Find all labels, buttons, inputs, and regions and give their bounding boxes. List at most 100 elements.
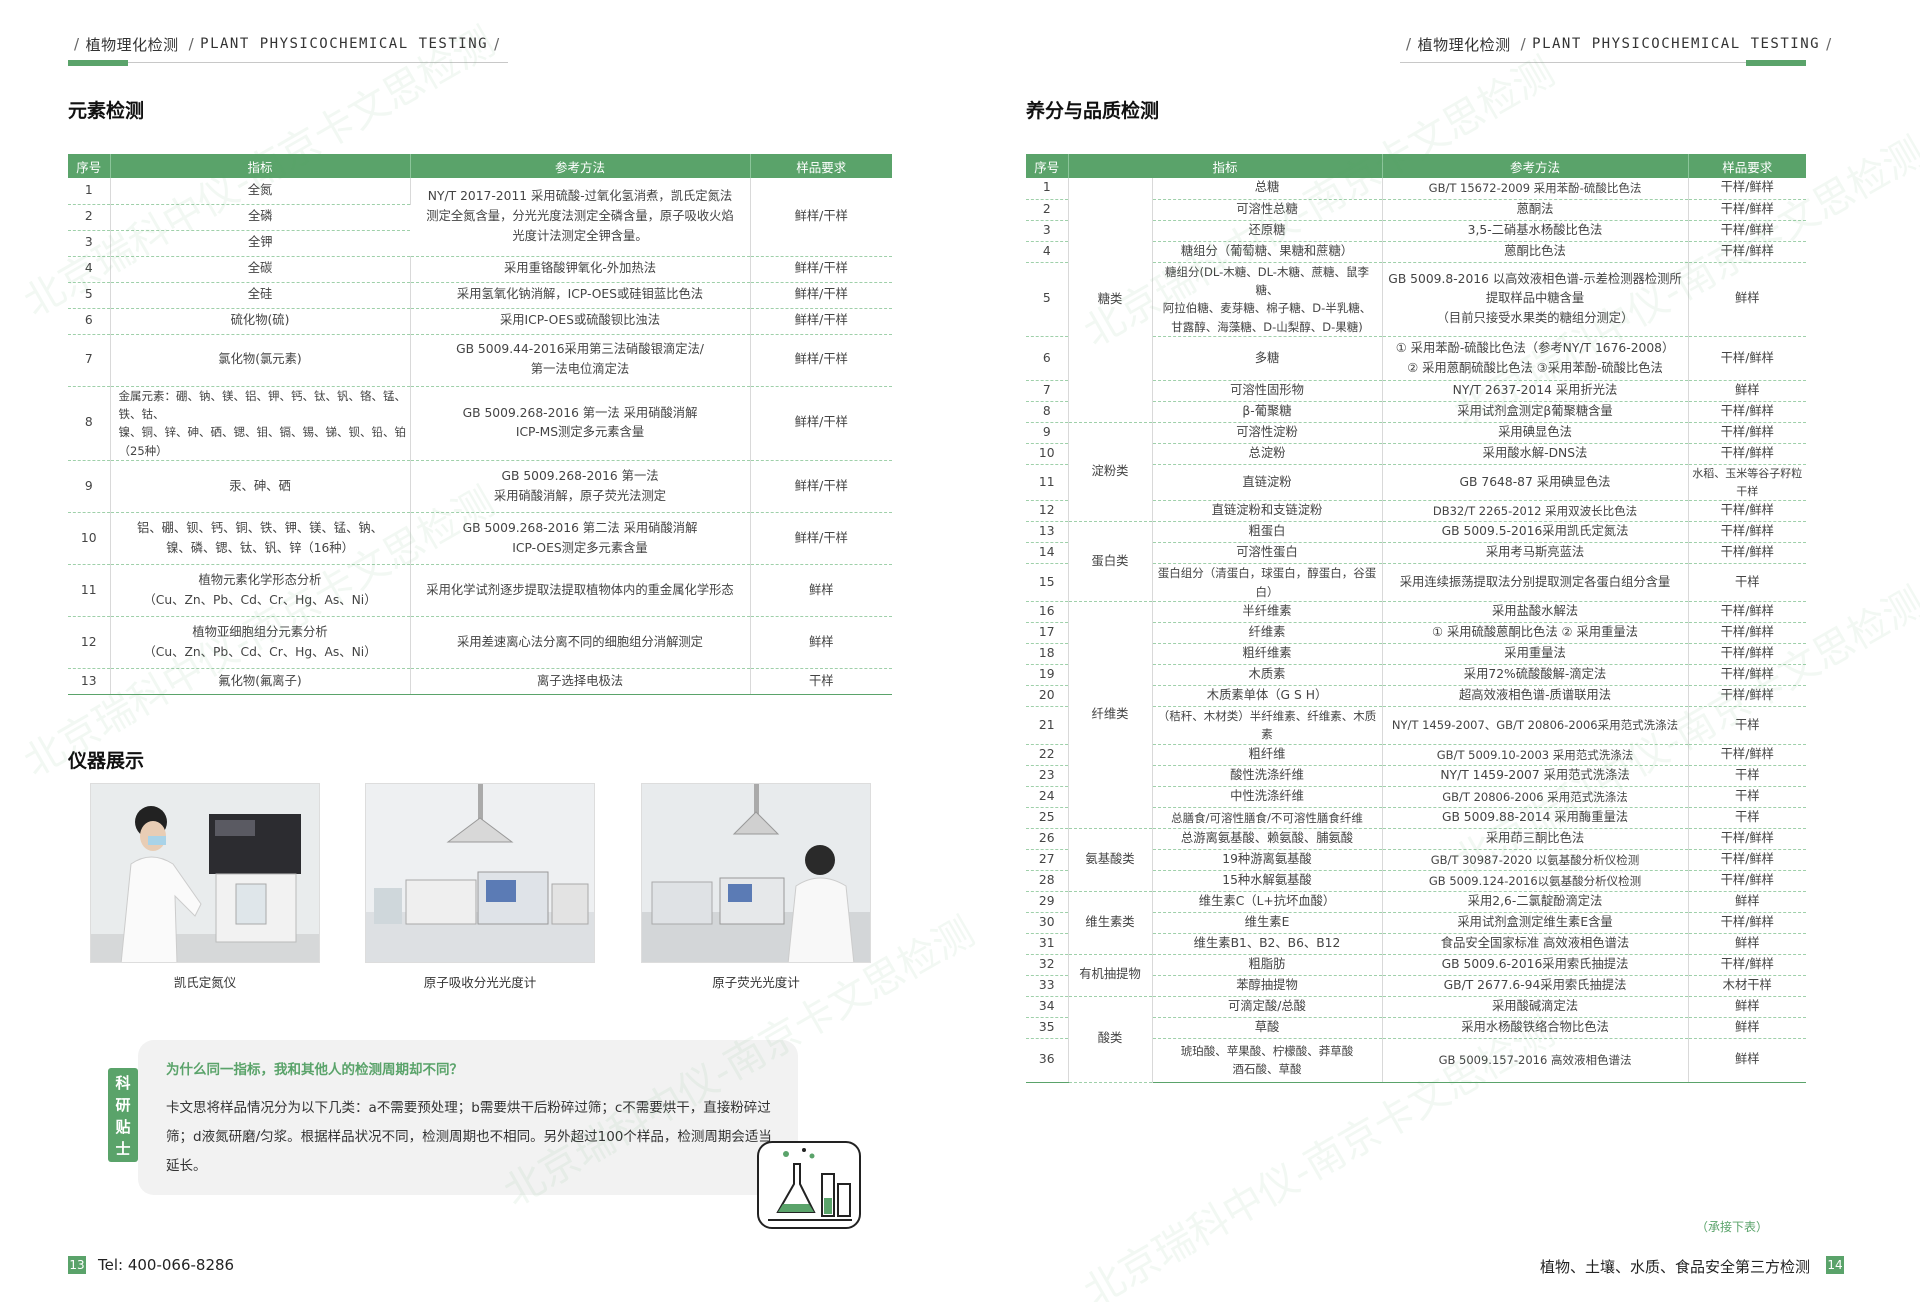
page-number: 13 — [68, 1256, 86, 1274]
cell-sample: 干样/鲜样 — [1688, 744, 1807, 766]
cell-method: GB/T 2677.6-94采用索氏抽提法 — [1382, 975, 1689, 997]
header-cn: 植物理化检测 — [1417, 35, 1511, 54]
cell-no: 9 — [68, 460, 111, 514]
cell-no: 13 — [1026, 521, 1069, 544]
cell-indicator: 可溶性固形物 — [1152, 380, 1383, 403]
cell-method: GB 5009.268-2016 第一法采用硝酸消解，原子荧光法测定 — [410, 460, 751, 514]
table-row: 13 氟化物(氟离子) 离子选择电极法 干样 — [68, 668, 892, 696]
table-header-row: 序号 指标 参考方法 样品要求 — [1026, 154, 1807, 178]
tip-question: 为什么同一指标，我和其他人的检测周期却不同？ — [166, 1062, 463, 1078]
cell-sample: 干样/鲜样 — [1688, 500, 1807, 523]
cell-method: GB 5009.5-2016采用凯氏定氮法 — [1382, 521, 1689, 544]
cell-no: 3 — [1026, 220, 1069, 242]
photo-caption: 凯氏定氮仪 — [173, 975, 237, 990]
cell-no: 9 — [1026, 422, 1069, 445]
cell-method: GB 5009.8-2016 以高效液相色谱-示差检测器检测所提取样品中糖含量（… — [1382, 262, 1689, 338]
cell-sample: 鲜样 — [750, 616, 892, 670]
photo-aas-image — [366, 784, 594, 962]
cell-no: 6 — [1026, 336, 1069, 382]
col-header: 参考方法 — [1382, 154, 1689, 178]
cell-sample: 鲜样/干样 — [750, 256, 892, 283]
header-accent-bar — [1746, 60, 1806, 66]
col-header: 指标 — [110, 154, 411, 178]
cell-no: 3 — [68, 230, 111, 257]
cell-no: 2 — [68, 204, 111, 231]
cell-method: GB/T 30987-2020 以氨基酸分析仪检测 — [1382, 849, 1689, 871]
table-row: 7 氯化物(氯元素) GB 5009.44-2016采用第三法硝酸银滴定法/第一… — [68, 334, 892, 387]
col-header: 样品要求 — [750, 154, 892, 178]
cell-indicator: 半纤维素 — [1152, 601, 1383, 624]
header-rule — [68, 62, 508, 63]
cell-sample: 鲜样/干样 — [750, 282, 892, 309]
cell-sample: 干样/鲜样 — [1688, 199, 1807, 221]
cell-no: 2 — [1026, 199, 1069, 221]
cell-indicator: 全碳 — [110, 256, 411, 283]
cell-indicator: 纤维素 — [1152, 622, 1383, 645]
cell-no: 17 — [1026, 622, 1069, 645]
cell-sample: 鲜样/干样 — [750, 178, 892, 257]
cell-no: 8 — [1026, 401, 1069, 424]
cell-sample: 干样 — [1688, 807, 1807, 829]
table-row: 1 全氮 NY/T 2017-2011 采用硫酸-过氧化氢消煮，凯氏定氮法测定全… — [68, 178, 892, 257]
cell-indicator: 酸性洗涤纤维 — [1152, 765, 1383, 787]
cell-no: 7 — [1026, 380, 1069, 403]
header-en: PLANT PHYSICOCHEMICAL TESTING — [200, 36, 489, 52]
cell-no: 29 — [1026, 891, 1069, 913]
cell-no: 6 — [68, 308, 111, 335]
cell-indicator: 可溶性总糖 — [1152, 199, 1383, 221]
cell-indicator: 铝、硼、钡、钙、铜、铁、钾、镁、锰、钠、镍、磷、锶、钛、钒、锌（16种） — [110, 512, 411, 566]
cell-sample: 木材干样 — [1688, 975, 1807, 997]
cell-sample: 干样/鲜样 — [1688, 643, 1807, 666]
header-cn: 植物理化检测 — [85, 35, 179, 54]
photo-afs-image — [642, 784, 870, 962]
cell-method: 食品安全国家标准 高效液相色谱法 — [1382, 933, 1689, 955]
table-row: 9 汞、砷、硒 GB 5009.268-2016 第一法采用硝酸消解，原子荧光法… — [68, 460, 892, 514]
col-header: 序号 — [68, 154, 111, 178]
cell-sample: 鲜样 — [1688, 933, 1807, 955]
col-header: 参考方法 — [410, 154, 751, 178]
photo-caption: 原子吸收分光光度计 — [423, 975, 537, 990]
cell-indicator: 苯醇抽提物 — [1152, 975, 1383, 997]
cell-method: 采用试剂盒测定β葡聚糖含量 — [1382, 401, 1689, 424]
cell-no: 15 — [1026, 563, 1069, 603]
header-en: PLANT PHYSICOCHEMICAL TESTING — [1532, 36, 1821, 52]
cell-method: ① 采用苯酚-硫酸比色法（参考NY/T 1676-2008）② 采用蒽酮硫酸比色… — [1382, 336, 1689, 382]
cell-method: 采用重铬酸钾氧化-外加热法 — [410, 256, 751, 283]
cell-sample: 干样 — [1688, 563, 1807, 603]
cell-indicator: 全磷 — [110, 204, 410, 231]
col-header: 指标 — [1068, 154, 1383, 178]
cell-no: 12 — [1026, 500, 1069, 523]
cell-no: 5 — [68, 282, 111, 309]
cell-indicator: 氯化物(氯元素) — [110, 334, 411, 387]
cell-indicator: 总游离氨基酸、赖氨酸、脯氨酸 — [1152, 828, 1383, 850]
cell-no: 7 — [68, 334, 111, 387]
cell-indicator: 总淀粉 — [1152, 443, 1383, 466]
cell-sample: 鲜样/干样 — [750, 308, 892, 335]
cell-no: 5 — [1026, 262, 1069, 338]
photo-kjeldahl — [90, 783, 320, 963]
cell-method: NY/T 2637-2014 采用折光法 — [1382, 380, 1689, 403]
table-row: 6 硫化物(硫) 采用ICP-OES或硫酸钡比浊法 鲜样/干样 — [68, 308, 892, 335]
cell-indicator: 15种水解氨基酸 — [1152, 870, 1383, 892]
cell-method: GB 5009.88-2014 采用酶重量法 — [1382, 807, 1689, 829]
cell-sample: 干样 — [750, 668, 892, 696]
cell-no: 13 — [68, 668, 111, 696]
cell-indicator: 糖组分（葡萄糖、果糖和蔗糖） — [1152, 241, 1383, 263]
cell-method: GB 5009.157-2016 高效液相色谱法 — [1382, 1038, 1689, 1083]
cell-sample: 鲜样/干样 — [750, 460, 892, 514]
cell-no: 24 — [1026, 786, 1069, 808]
cell-indicator: 粗纤维 — [1152, 744, 1383, 766]
